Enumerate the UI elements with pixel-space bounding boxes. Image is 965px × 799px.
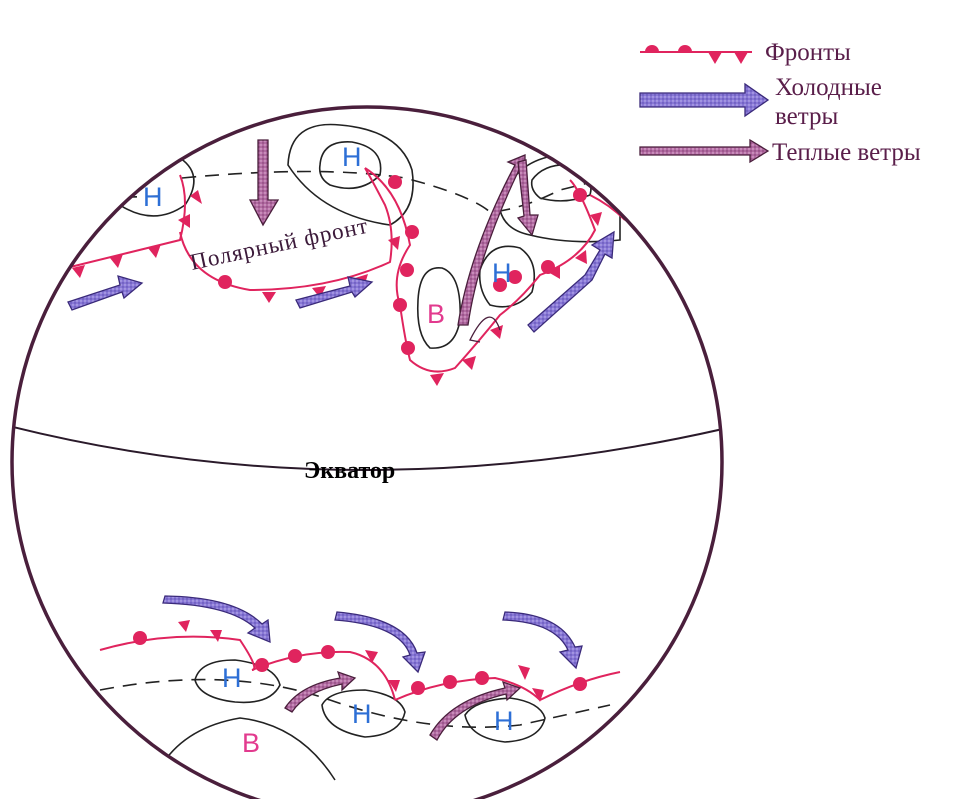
low-pressure-label-6: Н [494,706,514,736]
globe-outline [10,105,724,799]
north-latitude-line-2 [181,170,621,213]
legend-fronts-label: Фронты [765,39,851,66]
legend-cold-winds-label-2: ветры [775,103,838,130]
low-pressure-label-3: Н [492,258,512,288]
low-pressure-label-5: Н [352,699,372,729]
front-north [49,167,626,386]
low-pressure-label-4: Н [222,663,242,693]
warm-winds-south [284,670,522,741]
legend-cold-wind-arrow [639,82,770,118]
legend-warm-winds-label: Теплые ветры [772,139,921,166]
isobar-low-n2 [478,245,536,308]
front-south [99,620,621,702]
legend-cold-winds-label-1: Холодные [775,74,882,101]
isobar-low-s1 [194,659,281,704]
globe [12,107,722,799]
high-pressure-label-1: В [427,299,445,329]
isobar-low-s2 [321,689,406,738]
isobar-low-s3 [464,697,546,743]
legend-warm-wind-arrow [639,138,770,164]
equator-label: Экватор [304,458,395,484]
isobar-low-n1-inner [318,141,382,190]
legend-front-symbol [640,45,752,64]
low-pressure-label-2: Н [342,142,362,172]
high-pressure-label-2: В [242,728,260,758]
cold-winds-north [67,230,615,333]
cold-winds-south [162,595,583,674]
isobar-low-n1-outer [287,123,414,226]
warm-winds-north [248,139,539,343]
low-pressure-label-1: Н [143,182,163,212]
equator-line [12,424,722,471]
legend: Фронты Холодные ветры Теплые ветры [639,39,921,166]
